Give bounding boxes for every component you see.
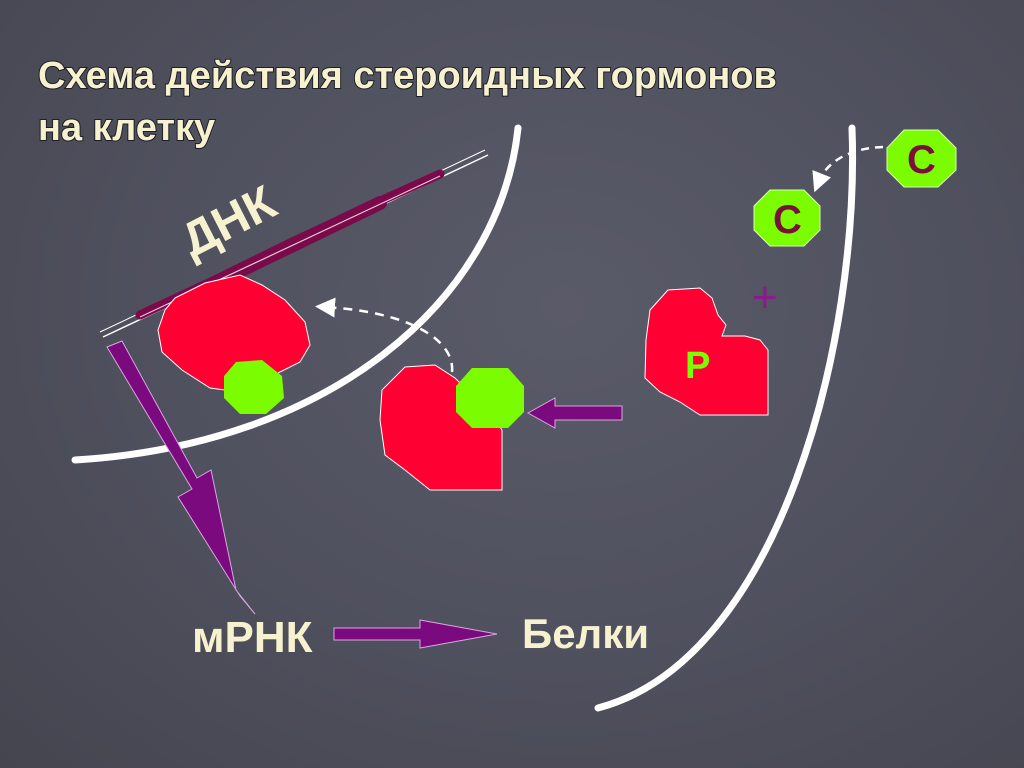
title-line-2: на клетку	[38, 107, 215, 149]
receptor-on-dna	[157, 274, 311, 393]
title-line-1: Схема действия стероидных гормонов	[38, 55, 777, 97]
arrow-dna-to-mrna	[106, 340, 256, 615]
mrna-label: мРНК	[192, 613, 313, 662]
dashed-arrow-entry	[812, 145, 884, 193]
hormone-cytoplasm-complex	[456, 368, 524, 428]
hormone-outside-label: С	[907, 138, 936, 182]
dashed-arrow-to-nucleus	[315, 297, 454, 373]
free-receptor	[644, 287, 769, 416]
hormone-inside	[753, 189, 821, 247]
proteins-label: Белки	[522, 610, 649, 657]
hormone-on-dna	[224, 360, 284, 414]
cell-membrane	[594, 124, 857, 712]
arrow-mrna-to-proteins	[333, 619, 498, 649]
hormone-outside	[886, 129, 957, 188]
arrow-binding	[526, 397, 623, 429]
plus-sign: +	[752, 273, 778, 322]
hormone-inside-label: С	[773, 198, 802, 242]
receptor-label: Р	[685, 345, 710, 387]
